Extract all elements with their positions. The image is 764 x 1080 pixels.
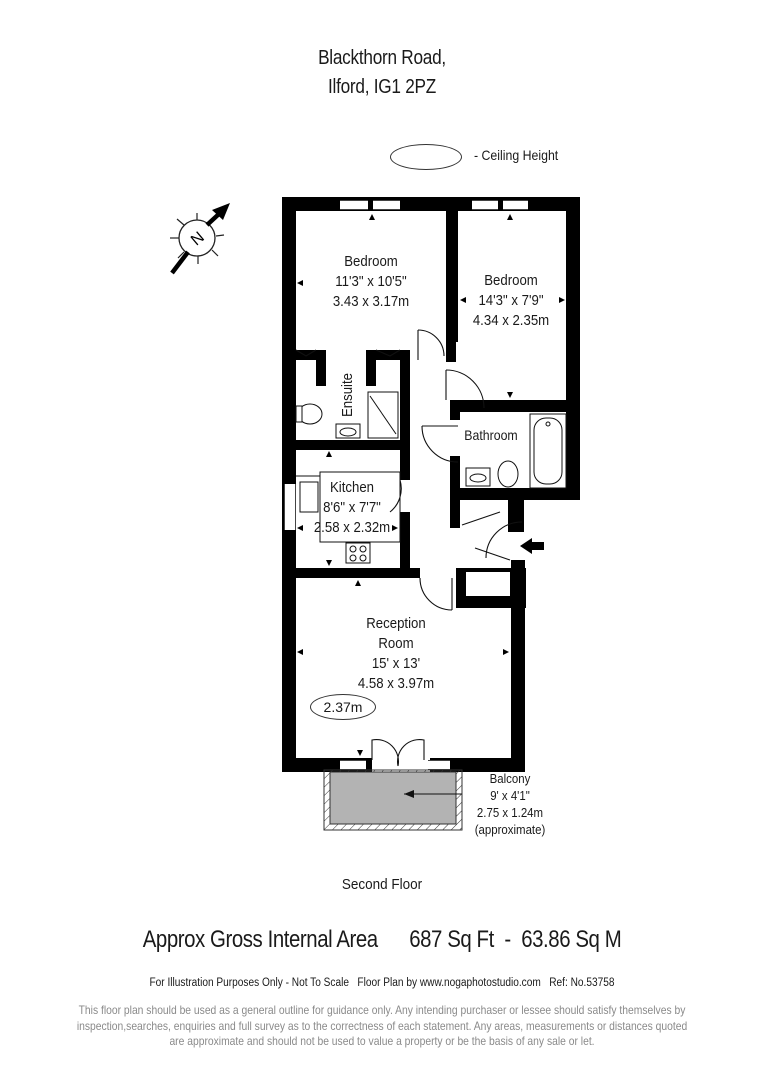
balcony bbox=[323, 769, 463, 831]
room-size-metric: 4.34 x 2.35m bbox=[472, 312, 550, 329]
room-label-reception: Reception Room 15' x 13' 4.58 x 3.97m bbox=[326, 614, 467, 694]
ceiling-height-legend: - Ceiling Height bbox=[474, 147, 559, 163]
wall-right-lower bbox=[511, 560, 525, 772]
wall-ensuite-right bbox=[400, 350, 410, 440]
room-name: Kitchen bbox=[329, 479, 375, 496]
wall-ensuite-stub-r bbox=[366, 350, 376, 386]
room-label-kitchen: Kitchen 8'6" x 7'7" 2.58 x 2.32m bbox=[303, 478, 402, 538]
gross-internal-area: Approx Gross Internal Area 687 Sq Ft - 6… bbox=[57, 926, 706, 954]
floor-plan-credit: Floor Plan by www.nogaphotostudio.com bbox=[357, 977, 541, 989]
area-sq-ft: 687 Sq Ft bbox=[409, 926, 494, 953]
room-size-metric: 4.58 x 3.97m bbox=[357, 675, 435, 692]
window-kitchen bbox=[284, 484, 296, 530]
wall-cupboard bbox=[450, 488, 460, 528]
wall-kitchen-right2 bbox=[400, 512, 410, 578]
hall-cupboard-inner bbox=[466, 572, 510, 596]
wall-bathroom-left bbox=[450, 400, 460, 420]
room-label-bedroom-2: Bedroom 14'3" x 7'9" 4.34 x 2.35m bbox=[454, 271, 568, 331]
room-size-imperial: 15' x 13' bbox=[371, 655, 421, 672]
window-mullion bbox=[368, 197, 373, 211]
wall-ensuite-stub-l bbox=[316, 350, 326, 386]
ceiling-height-oval-icon bbox=[390, 144, 462, 170]
floor-label: Second Floor bbox=[341, 876, 423, 893]
wall-right-upper bbox=[566, 197, 580, 497]
room-name: Bedroom bbox=[484, 272, 538, 289]
wall-kitchen-bottom bbox=[292, 568, 420, 578]
property-address: Blackthorn Road, Ilford, IG1 2PZ bbox=[53, 44, 710, 102]
room-size-metric: 2.75 x 1.24m bbox=[476, 805, 544, 820]
wall-bottom-right bbox=[430, 758, 525, 772]
disclaimer: This floor plan should be used as a gene… bbox=[76, 1003, 688, 1048]
wall-bed2-bottom bbox=[450, 400, 580, 412]
wall-bathroom-left2 bbox=[450, 456, 460, 496]
wall-ensuite-bottom bbox=[292, 440, 410, 450]
room-size-imperial: 14'3" x 7'9" bbox=[478, 292, 544, 309]
room-name-line1: Reception bbox=[366, 615, 426, 632]
ceiling-height-badge: 2.37m bbox=[310, 694, 376, 720]
room-name: Bedroom bbox=[344, 253, 398, 270]
area-sq-m: 63.86 Sq M bbox=[521, 926, 622, 953]
room-note: (approximate) bbox=[474, 822, 546, 837]
room-label-balcony: Balcony 9' x 4'1" 2.75 x 1.24m (approxim… bbox=[468, 770, 552, 838]
north-compass-icon: N bbox=[170, 203, 230, 275]
wall-bed-divider bbox=[446, 197, 458, 342]
window-mullion bbox=[498, 197, 503, 211]
room-name: Balcony bbox=[489, 771, 531, 786]
room-label-bathroom: Bathroom bbox=[464, 427, 518, 443]
wall-kitchen-right bbox=[400, 440, 410, 480]
room-size-metric: 2.58 x 2.32m bbox=[313, 519, 391, 536]
room-name-line2: Room bbox=[378, 635, 414, 652]
wall-bed2-door-jamb bbox=[446, 342, 456, 362]
address-line-2: Ilford, IG1 2PZ bbox=[328, 76, 436, 98]
room-size-imperial: 8'6" x 7'7" bbox=[323, 499, 381, 516]
address-line-1: Blackthorn Road, bbox=[318, 47, 446, 69]
area-separator: - bbox=[504, 926, 511, 953]
room-size-imperial: 11'3" x 10'5" bbox=[335, 273, 407, 290]
reference-number: Ref: No.53758 bbox=[549, 977, 615, 989]
room-size-metric: 3.43 x 3.17m bbox=[332, 293, 410, 310]
area-label: Approx Gross Internal Area bbox=[142, 926, 378, 953]
wall-cupboard-right bbox=[508, 488, 524, 532]
room-label-ensuite: Ensuite bbox=[339, 372, 356, 418]
illustration-note: For Illustration Purposes Only - Not To … bbox=[149, 977, 349, 989]
credits: For Illustration Purposes Only - Not To … bbox=[46, 977, 718, 989]
ceiling-height-value: 2.37m bbox=[323, 699, 363, 715]
room-size-imperial: 9' x 4'1" bbox=[490, 788, 530, 803]
room-label-bedroom-1: Bedroom 11'3" x 10'5" 3.43 x 3.17m bbox=[305, 252, 437, 312]
